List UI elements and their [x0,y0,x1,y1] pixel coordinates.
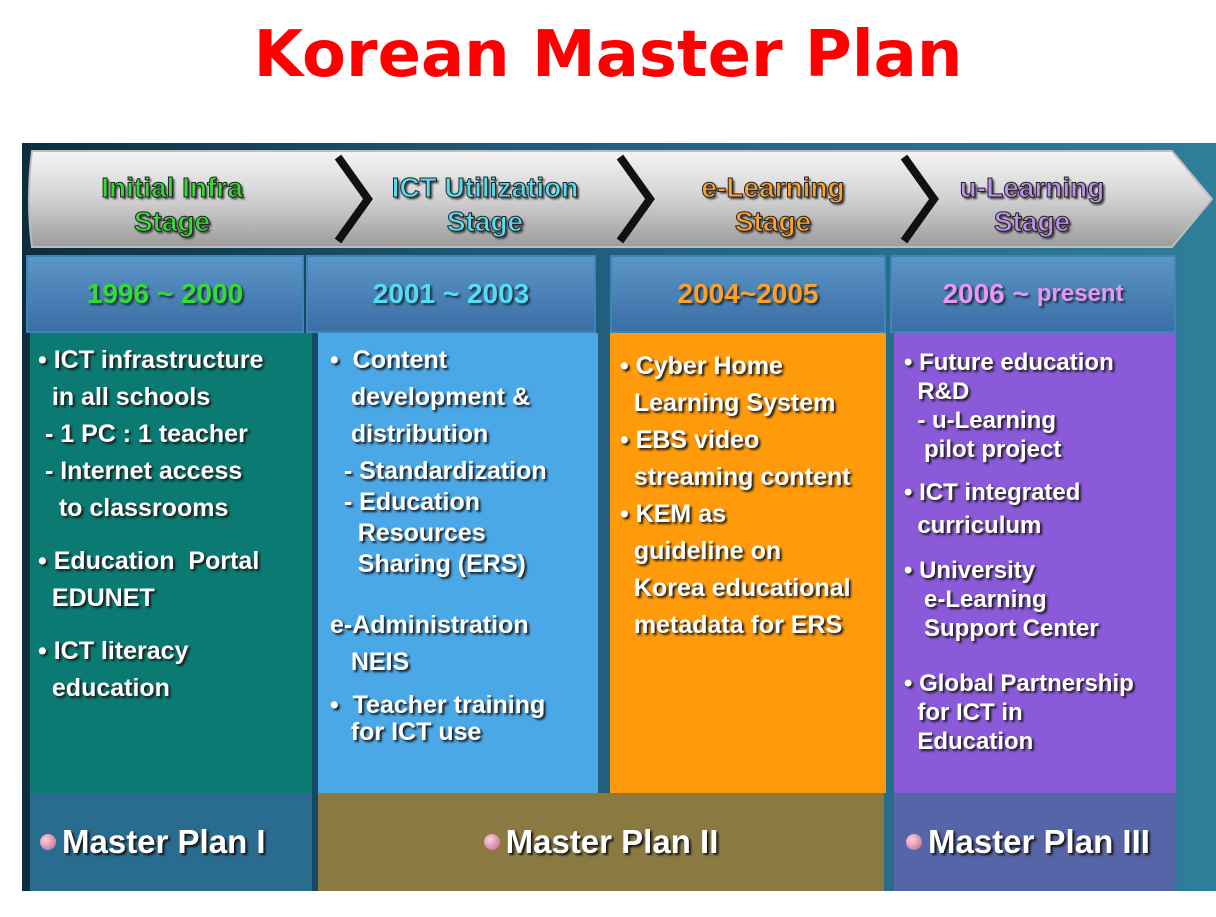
stage-label: Stage [446,206,524,238]
column-item: EDUNET [38,584,155,612]
column-item: • KEM as [620,500,727,528]
column-item: - u-Learning [904,407,1056,434]
column-item: streaming content [620,463,851,491]
column-item: R&D [904,378,970,405]
column-item: • EBS video [620,426,760,454]
stage-column-e-learning: • Cyber Home Learning System • EBS video… [610,333,886,793]
stage-arrow-band [28,150,1214,248]
column-item: • Content [330,346,448,374]
column-item: • Education Portal [38,547,260,575]
column-item: e-Learning [904,586,1047,613]
master-plan-board: Initial Infra Stage ICT Utilization Stag… [22,143,1216,891]
period-1: 1996 ~ 2000 [26,255,304,333]
column-item: NEIS [330,648,410,676]
stage-column-ict-utilization: • Content development & distribution - S… [318,333,598,793]
stage-e-learning: e-Learning Stage [658,171,888,239]
stage-label: Stage [133,206,211,238]
column-item: • Cyber Home [620,352,783,380]
period-3: 2004~2005 [610,255,886,333]
column-item: - Education [330,488,480,516]
chevron-icon [334,154,373,244]
column-item: Support Center [904,615,1099,642]
column-item: guideline on [620,537,782,565]
chevron-icon [616,154,655,244]
bullet-icon [40,834,56,850]
column-item: for ICT use [330,718,482,746]
stage-column-initial-infra: • ICT infrastructure in all schools - 1 … [30,333,312,793]
column-item: pilot project [904,436,1062,463]
master-plan-label: Master Plan III [928,823,1150,860]
column-item: for ICT in [904,699,1023,726]
column-item: distribution [330,420,489,448]
master-plan-label: Master Plan II [505,823,719,860]
column-item: development & [330,383,531,411]
period-label: 2006 ~ [942,278,1029,309]
stage-label: Initial Infra [101,172,244,204]
page-title: Korean Master Plan [253,18,963,92]
period-label-extra: present [1036,280,1124,307]
stage-label: u-Learning [959,172,1105,204]
column-item: • ICT integrated [904,479,1081,506]
period-4: 2006 ~ present [890,255,1176,333]
column-item: • University [904,557,1036,584]
column-item: Education [904,728,1034,755]
stage-column-u-learning: • Future education R&D - u-Learning pilo… [894,333,1176,793]
stage-u-learning: u-Learning Stage [934,171,1130,239]
column-item: education [38,674,170,702]
column-item: in all schools [38,383,211,411]
master-plan-1: Master Plan I [30,793,312,891]
column-item: • Future education [904,349,1114,376]
chevron-icon [900,154,939,244]
column-item: curriculum [904,512,1042,539]
column-item: Resources [330,519,486,547]
stage-label: Stage [734,206,812,238]
master-plan-label: Master Plan I [62,823,266,860]
column-item: Korea educational [620,574,851,602]
period-label: 2001 ~ 2003 [372,278,530,309]
column-item: - 1 PC : 1 teacher [38,420,248,448]
column-item: Sharing (ERS) [330,550,526,578]
column-item: • Teacher training [330,691,546,719]
bullet-icon [906,834,922,850]
period-2: 2001 ~ 2003 [306,255,596,333]
period-label: 2004~2005 [677,278,819,309]
column-item: - Internet access [38,457,243,485]
column-item: e-Administration [330,611,529,639]
stage-label: e-Learning [701,172,845,204]
column-item: - Standardization [330,457,547,485]
period-label: 1996 ~ 2000 [86,278,244,309]
column-item: metadata for ERS [620,611,843,639]
column-item: • Global Partnership [904,670,1134,697]
column-item: • ICT infrastructure [38,346,264,374]
stage-label: ICT Utilization [391,172,579,204]
stage-initial-infra: Initial Infra Stage [62,171,282,239]
master-plan-2: Master Plan II [318,793,884,891]
column-item: to classrooms [38,494,229,522]
master-plan-3: Master Plan III [894,793,1176,891]
bullet-icon [483,834,500,850]
column-item: • ICT literacy [38,637,189,665]
stage-label: Stage [993,206,1071,238]
stage-ict-utilization: ICT Utilization Stage [368,171,602,239]
column-item: Learning System [620,389,836,417]
